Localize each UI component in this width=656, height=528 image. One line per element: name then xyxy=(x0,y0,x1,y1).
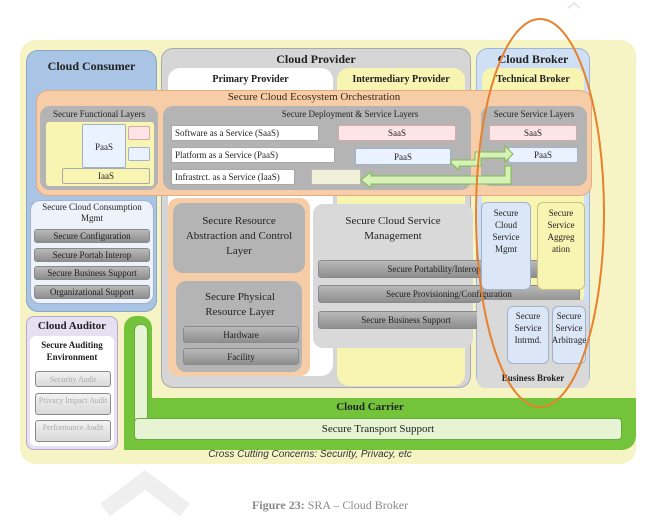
provider-saas-row: Software as a Service (SaaS) xyxy=(171,125,319,141)
consumption-mgmt-title: Secure Cloud Consumption Mgmt xyxy=(42,202,142,223)
broker-service-mgmt-title: Secure Cloud Service Mgmt xyxy=(492,208,520,254)
facility-bar: Facility xyxy=(183,348,299,365)
business-support-bar: Secure Business Support xyxy=(318,311,494,329)
resource-abstraction-title: Secure Resource Abstraction and Control … xyxy=(185,215,293,257)
provider-saas-box: SaaS xyxy=(338,125,456,141)
provider-paas-row: Platform as a Service (PaaS) xyxy=(171,147,335,163)
primary-provider-title: Primary Provider xyxy=(212,74,289,85)
broker-intermediation-box xyxy=(507,306,549,364)
cloud-broker-title: Cloud Broker xyxy=(497,52,569,66)
cloud-auditor-title: Cloud Auditor xyxy=(37,320,107,332)
carrier-inner-vertical xyxy=(134,324,148,430)
provider-iaas-strip xyxy=(311,169,361,185)
broker-service-layers-title: Secure Service Layers xyxy=(493,109,575,119)
service-link-arrows xyxy=(360,144,514,188)
consumption-item: Secure Business Support xyxy=(34,266,150,280)
consumption-item: Organizational Support xyxy=(34,285,150,299)
consumer-functional-layers-title: Secure Functional Layers xyxy=(53,109,145,119)
resource-abstraction-box xyxy=(173,203,305,273)
auditing-environment-title: Secure Auditing Environment xyxy=(41,340,103,362)
watermark-chevron-top xyxy=(567,1,581,9)
figure-caption-label: Figure 23: xyxy=(251,498,305,512)
broker-service-layers xyxy=(481,106,587,186)
technical-broker-title: Technical Broker xyxy=(496,74,570,85)
broker-service-mgmt-box xyxy=(481,202,531,290)
broker-highlight-ellipse xyxy=(475,18,605,408)
provider-iaas-row: Infrastrct. as a Service (IaaS) xyxy=(171,169,295,185)
cloud-consumer-title: Cloud Consumer xyxy=(47,59,136,73)
intermediary-provider-title: Intermediary Provider xyxy=(352,74,450,85)
transport-support-bar: Secure Transport Support xyxy=(134,418,622,440)
provider-paas-box: PaaS xyxy=(355,148,451,165)
broker-intermediation-title: Secure Service Intrmd. xyxy=(514,311,542,345)
broker-aggregation-box xyxy=(537,202,585,290)
broker-saas-box: SaaS xyxy=(489,125,577,141)
orchestration-title: Secure Cloud Ecosystem Orchestration xyxy=(227,91,401,103)
cross-cutting-concerns: Cross Cutting Concerns: Security, Privac… xyxy=(208,449,412,460)
service-mgmt-title: Secure Cloud Service Management xyxy=(345,215,441,242)
consumer-paas-strip xyxy=(128,147,150,161)
consumption-item: Secure Portab Interop xyxy=(34,248,150,262)
figure-caption: Figure 23: SRA – Cloud Broker xyxy=(160,498,500,513)
consumption-item: Secure Configuration xyxy=(34,229,150,243)
cloud-carrier-title: Cloud Carrier xyxy=(336,401,404,413)
audit-item: Privacy Impact Audit xyxy=(35,393,111,415)
consumer-paas-box: PaaS xyxy=(82,124,126,168)
business-broker-title: Business Broker xyxy=(501,373,565,383)
watermark-chevron-bottom xyxy=(100,470,190,517)
broker-aggregation-title: Secure Service Aggreg ation xyxy=(547,208,575,254)
consumer-saas-box xyxy=(128,126,150,140)
provider-deployment-layers-title: Secure Deployment & Service Layers xyxy=(281,109,419,119)
broker-arbitrage-title: Secure Service Arbitrage xyxy=(551,311,587,345)
hardware-bar: Hardware xyxy=(183,326,299,343)
cloud-provider-title: Cloud Provider xyxy=(276,52,356,66)
broker-arbitrage-box xyxy=(552,306,586,364)
consumer-iaas-box: IaaS xyxy=(62,168,150,184)
audit-item: Security Audit xyxy=(35,371,111,387)
physical-layer-title: Secure Physical Resource Layer xyxy=(205,291,275,318)
figure-caption-text: SRA – Cloud Broker xyxy=(304,498,409,512)
audit-item: Performance Audit xyxy=(35,420,111,442)
